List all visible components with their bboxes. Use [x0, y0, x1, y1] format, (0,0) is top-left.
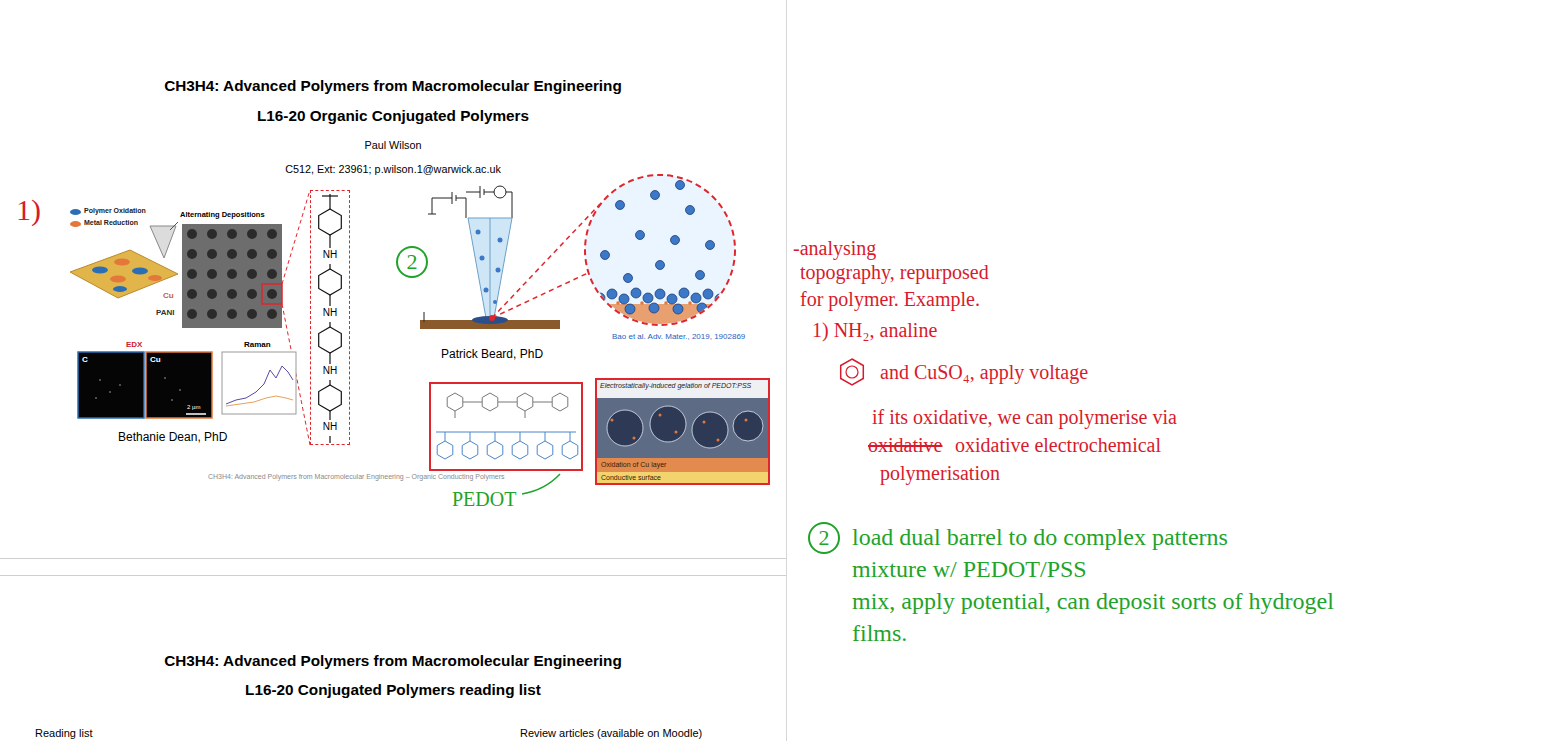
circled-number: 2 — [808, 522, 840, 554]
node-text: NH — [313, 365, 347, 377]
legend-swatch — [70, 209, 81, 215]
node-text: L16-20 Conjugated Polymers reading list — [0, 680, 786, 700]
credit-name: Bethanie Dean, PhD — [118, 430, 227, 444]
node-text: L16-20 Organic Conjugated Polymers — [0, 106, 786, 126]
node-text: NH — [313, 421, 347, 433]
slide-panel: CH3H4: Advanced Polymers from Macromolec… — [0, 575, 786, 741]
handwritten-note: films. — [852, 619, 907, 648]
figure-label: EDX — [126, 340, 142, 350]
node-text: NH — [313, 249, 347, 261]
credit-name: Patrick Beard, PhD — [441, 347, 543, 361]
handwritten-note: polymerisation — [880, 461, 1000, 485]
panel-label: C — [82, 355, 88, 365]
crossed-out-note: oxidative — [868, 433, 942, 457]
node-text: 2 — [398, 249, 426, 275]
node-text: 2 — [810, 525, 838, 551]
node-text: NH — [313, 307, 347, 319]
legend-swatch — [70, 221, 81, 227]
handwritten-note: topography, repurposed — [800, 260, 989, 284]
image-box: Electrostatically-induced gelation of PE… — [595, 378, 770, 485]
figure-label: Raman — [244, 340, 271, 350]
handwritten-note: for polymer. Example. — [800, 287, 980, 311]
handwritten-number: 1) — [16, 192, 41, 228]
handwritten-note: mixture w/ PEDOT/PSS — [852, 555, 1087, 584]
node-text: CH3H4: Advanced Polymers from Macromolec… — [0, 76, 786, 96]
node-text: Conductive surface — [601, 474, 661, 482]
panel-label: Cu — [150, 355, 161, 365]
handwritten-note: and CuSO₄, apply voltage — [880, 360, 1088, 384]
circled-number: 2 — [396, 246, 428, 278]
slide-footer: CH3H4: Advanced Polymers from Macromolec… — [208, 473, 504, 481]
node-text: CH3H4: Advanced Polymers from Macromolec… — [0, 651, 786, 671]
node-text: Oxidation of Cu layer — [601, 461, 666, 469]
handwritten-note: oxidative electrochemical — [955, 433, 1161, 457]
node-text: Reading list — [35, 727, 92, 740]
citation: Bao et al. Adv. Mater., 2019, 1902869 — [612, 332, 745, 342]
figure-label: Cu — [163, 291, 174, 301]
figure-label: PANI — [156, 308, 175, 318]
handwritten-note: mix, apply potential, can deposit sorts … — [852, 587, 1334, 616]
node-text: Paul Wilson — [0, 138, 786, 152]
scale-bar-label: 2 µm — [187, 404, 200, 411]
handwritten-note: if its oxidative, we can polymerise via — [872, 405, 1177, 429]
structure-box: NH NH NH NH — [310, 190, 350, 445]
node-text: Review articles (available on Moodle) — [520, 727, 702, 740]
handwritten-note: 1) NH₂, analine — [812, 318, 937, 342]
handwritten-note: PEDOT — [452, 487, 516, 511]
legend-text: Polymer Oxidation — [84, 207, 146, 215]
handwritten-note: -analysing — [793, 236, 876, 260]
legend-text: Metal Reduction — [84, 219, 138, 227]
figure-label: Alternating Depositions — [180, 210, 265, 219]
node-text: C512, Ext: 23961; p.wilson.1@warwick.ac.… — [0, 162, 786, 176]
handwritten-note: load dual barrel to do complex patterns — [852, 523, 1228, 552]
node-text: Electrostatically-induced gelation of PE… — [600, 382, 766, 390]
